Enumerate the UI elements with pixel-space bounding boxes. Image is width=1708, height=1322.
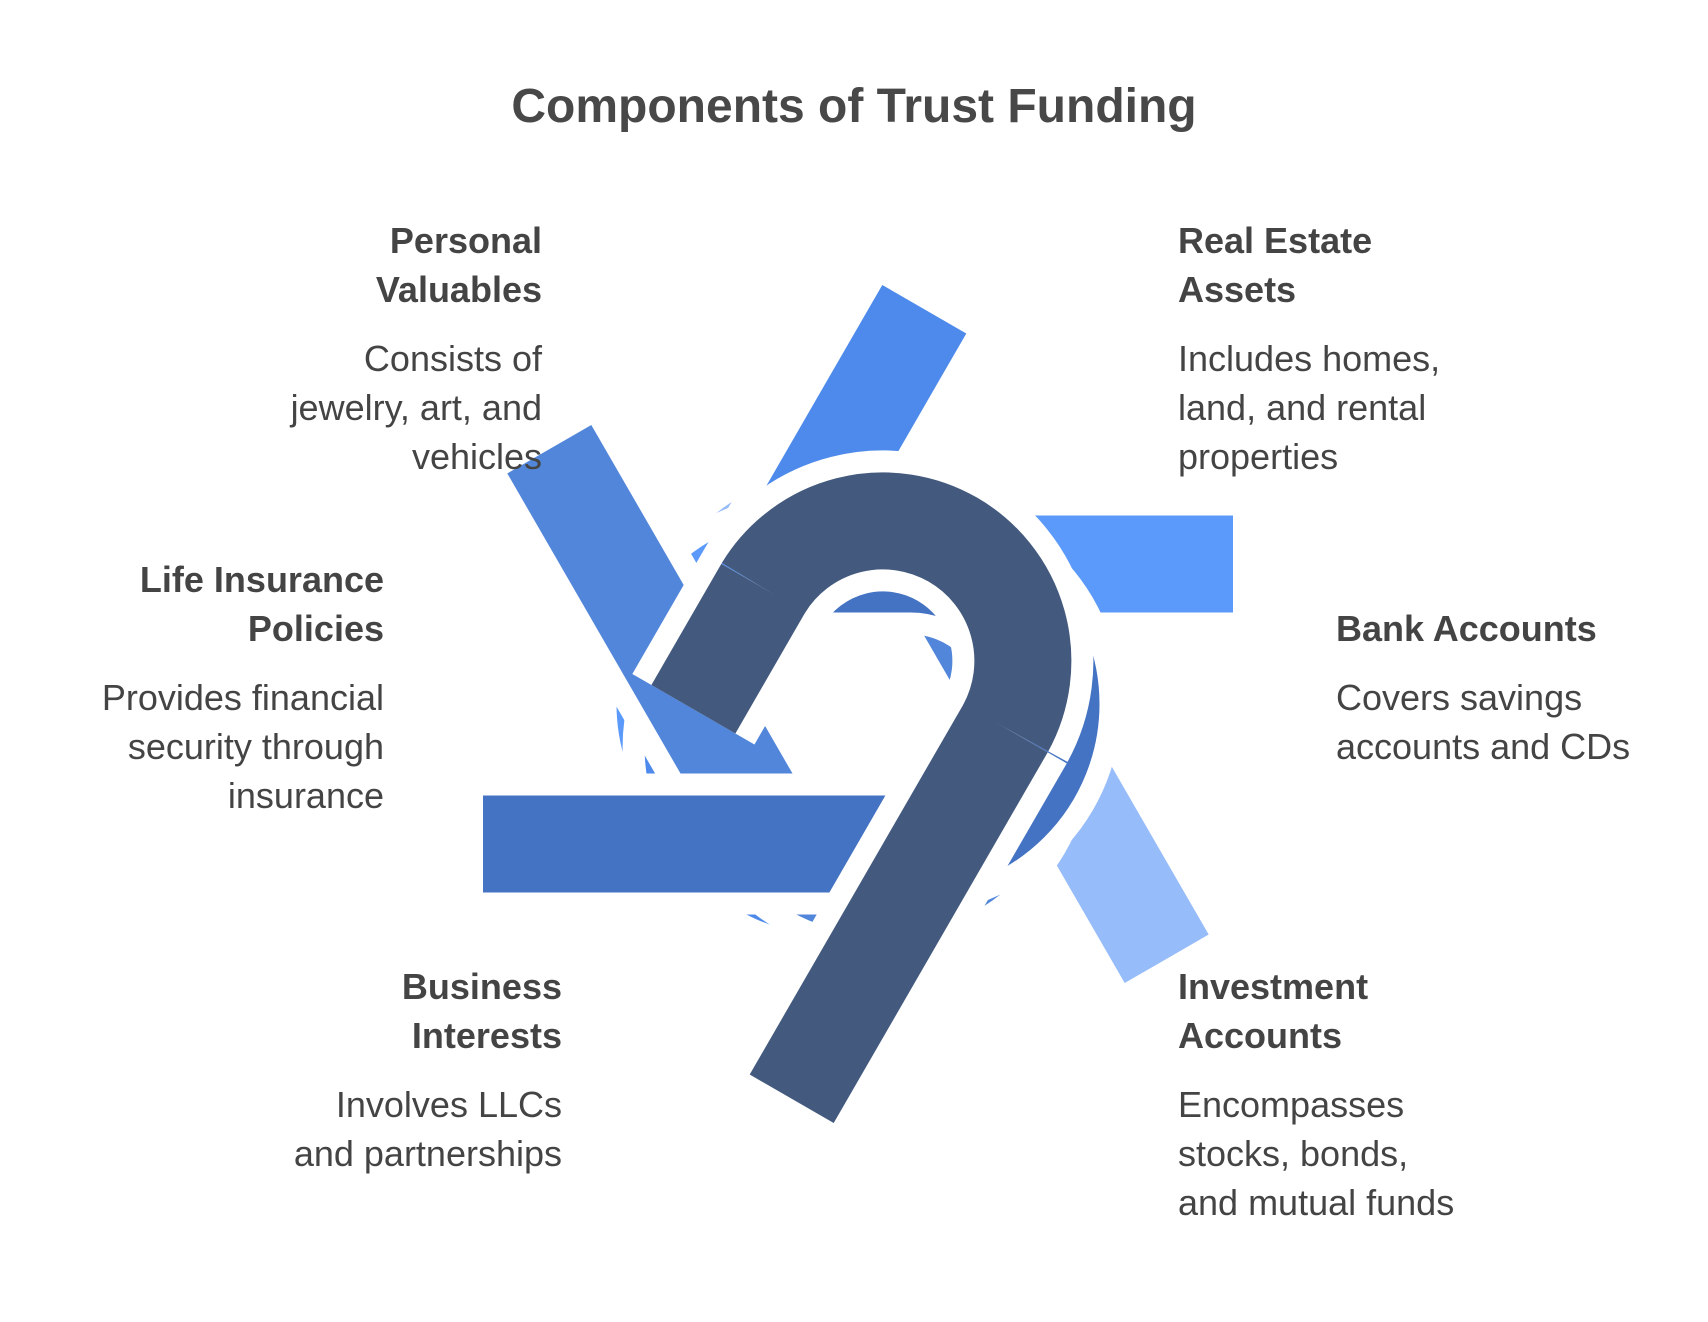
heading-investment-accounts: Investment Accounts <box>1178 966 1369 1056</box>
label-business-interests: Business Interests Involves LLCs and par… <box>162 962 562 1178</box>
heading-personal-valuables: Personal Valuables <box>375 220 542 310</box>
heading-business-interests: Business Interests <box>401 966 562 1056</box>
description-investment-accounts: Encompasses stocks, bonds, and mutual fu… <box>1178 1084 1455 1223</box>
diagram-title: Components of Trust Funding <box>511 80 1197 133</box>
description-business-interests: Involves LLCs and partnerships <box>293 1084 562 1174</box>
label-personal-valuables: Personal Valuables Consists of jewelry, … <box>142 216 542 481</box>
heading-life-insurance-policies: Life Insurance Policies <box>139 559 384 649</box>
description-personal-valuables: Consists of jewelry, art, and vehicles <box>290 338 542 477</box>
ring-real-estate-assets <box>632 450 1094 1135</box>
description-bank-accounts: Covers savings accounts and CDs <box>1336 677 1631 767</box>
description-real-estate-assets: Includes homes, land, and rental propert… <box>1178 338 1441 477</box>
heading-real-estate-assets: Real Estate Assets <box>1178 220 1373 310</box>
description-life-insurance-policies: Provides financial security through insu… <box>101 677 384 816</box>
label-bank-accounts: Bank Accounts Covers savings accounts an… <box>1336 604 1708 771</box>
label-life-insurance-policies: Life Insurance Policies Provides financi… <box>0 555 384 820</box>
heading-bank-accounts: Bank Accounts <box>1336 608 1597 649</box>
label-investment-accounts: Investment Accounts Encompasses stocks, … <box>1178 962 1578 1227</box>
label-real-estate-assets: Real Estate Assets Includes homes, land,… <box>1178 216 1578 481</box>
